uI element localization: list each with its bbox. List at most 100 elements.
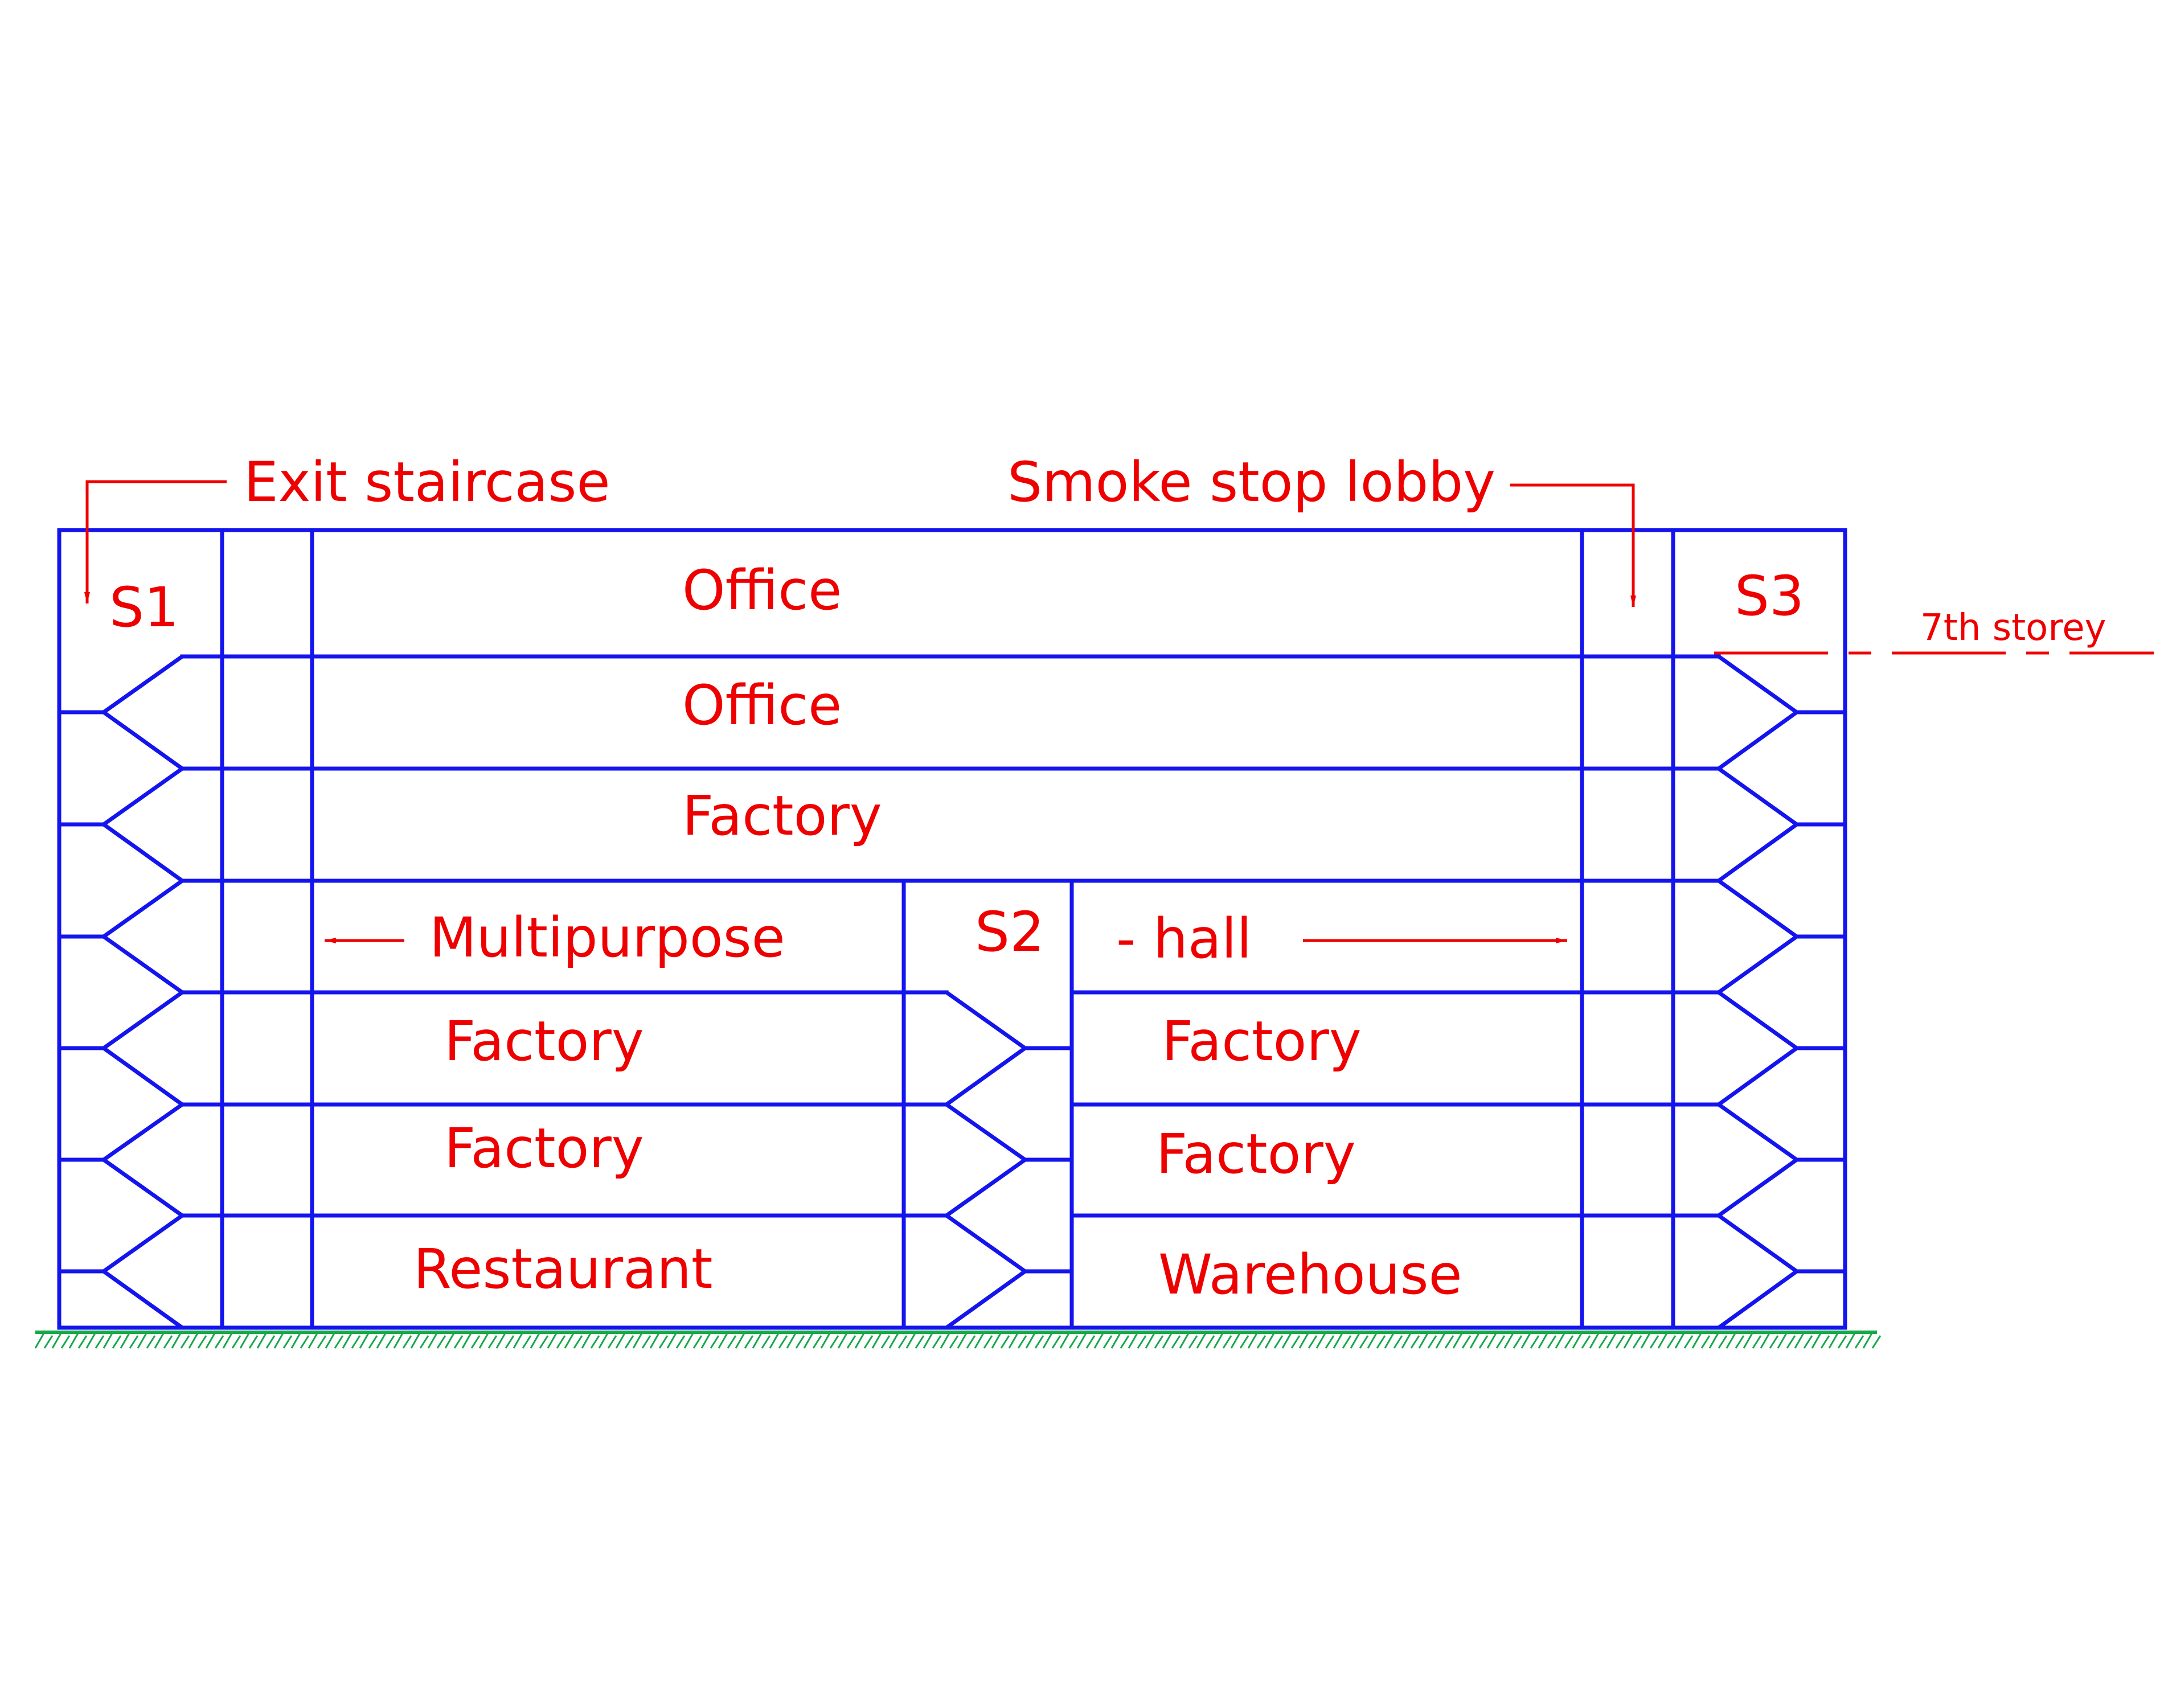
ground-hatch-mark: [1444, 1335, 1454, 1349]
ground-hatch-mark: [103, 1332, 114, 1349]
ground-hatch-mark: [1820, 1335, 1830, 1349]
ground-hatch-mark: [453, 1335, 464, 1349]
ground-hatch-mark: [863, 1335, 874, 1349]
ground-hatch-mark: [171, 1332, 182, 1349]
ground-hatch-mark: [1008, 1332, 1019, 1349]
ground-hatch-mark: [256, 1332, 268, 1349]
ground-hatch-mark: [1598, 1335, 1608, 1349]
ground-hatch-mark: [778, 1335, 788, 1349]
ground-hatch-mark: [197, 1335, 207, 1349]
ground-hatch-mark: [1025, 1332, 1036, 1349]
ground-hatch-mark: [1564, 1335, 1574, 1349]
ground-hatch-mark: [1691, 1332, 1703, 1349]
ground-hatch-mark: [590, 1335, 600, 1349]
ground-hatch-mark: [607, 1335, 617, 1349]
ground-hatch-mark: [940, 1332, 951, 1349]
ground-hatch-mark: [342, 1332, 353, 1349]
ground-hatch-mark: [957, 1332, 968, 1349]
ground-hatch-mark: [1478, 1335, 1489, 1349]
ground-hatch-mark: [1786, 1335, 1796, 1349]
ground-hatch-mark: [231, 1335, 241, 1349]
ground-hatch-mark: [846, 1335, 856, 1349]
ground-hatch-mark: [1401, 1332, 1412, 1349]
ground-hatch-mark: [915, 1335, 925, 1349]
ground-hatch-mark: [402, 1335, 412, 1349]
ground-hatch-mark: [351, 1335, 361, 1349]
ground-hatch-mark: [1137, 1335, 1147, 1349]
ground-hatch-mark: [786, 1332, 797, 1349]
ground-hatch-mark: [317, 1335, 327, 1349]
ground-hatch-mark: [1230, 1332, 1241, 1349]
ground-hatch-mark: [675, 1335, 686, 1349]
ground-hatch-mark: [1538, 1332, 1549, 1349]
ground-hatch-mark: [1350, 1332, 1361, 1349]
ground-hatch-mark: [359, 1332, 370, 1349]
ground-hatch-mark: [966, 1335, 976, 1349]
ground-hatch-mark: [803, 1332, 814, 1349]
floor-label-office: Office: [682, 674, 842, 737]
ground-hatch-mark: [1000, 1335, 1010, 1349]
ground-hatch-mark: [1315, 1332, 1327, 1349]
ground-hatch-mark: [1034, 1335, 1044, 1349]
ground-hatch-mark: [1085, 1335, 1096, 1349]
ground-hatch-mark: [641, 1335, 651, 1349]
ground-hatch-mark: [60, 1335, 71, 1349]
ground-hatch-mark: [120, 1332, 131, 1349]
exit-staircase-label: Exit staircase: [244, 450, 610, 514]
ground-hatch-mark: [1666, 1335, 1677, 1349]
ground-hatch-mark: [95, 1335, 105, 1349]
ground-hatch-mark: [1649, 1335, 1659, 1349]
ground-hatch-mark: [1854, 1335, 1864, 1349]
ground-hatch-mark: [1589, 1332, 1600, 1349]
ground-hatch-mark: [1530, 1335, 1540, 1349]
ground-hatch-mark: [880, 1335, 891, 1349]
ground-hatch-mark: [146, 1335, 156, 1349]
ground-hatch-mark: [505, 1335, 515, 1349]
ground-hatch: [34, 1331, 1882, 1349]
ground-hatch-mark: [34, 1332, 46, 1349]
ground-hatch-mark: [897, 1335, 908, 1349]
annotation-leaders: [84, 480, 2154, 943]
ground-hatch-mark: [1547, 1335, 1557, 1349]
ground-hatch-mark: [205, 1332, 216, 1349]
ground-hatch-mark: [991, 1332, 1002, 1349]
floor-label-factory: Factory: [1162, 1009, 1362, 1073]
ground-hatch-mark: [1469, 1332, 1481, 1349]
s3-label: S3: [1735, 564, 1804, 628]
ground-hatch-mark: [1581, 1335, 1591, 1349]
ground-hatch-mark: [983, 1335, 993, 1349]
floor-label-multipurpose: Multipurpose: [429, 906, 785, 970]
ground-hatch-mark: [1376, 1335, 1386, 1349]
ground-hatch-mark: [1359, 1335, 1369, 1349]
floor-label-hall: - hall: [1116, 907, 1252, 971]
ground-hatch-mark: [495, 1332, 507, 1349]
ground-hatch-mark: [1171, 1335, 1181, 1349]
ground-hatch-mark: [1871, 1335, 1882, 1349]
ground-hatch-mark: [752, 1332, 763, 1349]
seventh-storey-label: 7th storey: [1920, 607, 2106, 649]
ground-hatch-mark: [1154, 1335, 1164, 1349]
ground-hatch-mark: [820, 1332, 831, 1349]
ground-hatch-mark: [1410, 1335, 1420, 1349]
ground-hatch-mark: [1342, 1335, 1352, 1349]
ground-hatch-mark: [683, 1332, 695, 1349]
ground-hatch-mark: [795, 1335, 805, 1349]
ground-hatch-mark: [1205, 1335, 1215, 1349]
ground-hatch-mark: [1393, 1335, 1403, 1349]
ground-hatch-mark: [1555, 1332, 1566, 1349]
ground-hatch-mark: [1110, 1332, 1122, 1349]
floor-label-factory: Factory: [444, 1116, 644, 1180]
ground-hatch-mark: [829, 1335, 839, 1349]
ground-hatch-mark: [769, 1332, 780, 1349]
ground-hatch-mark: [393, 1332, 404, 1349]
ground-hatch-mark: [308, 1332, 319, 1349]
ground-hatch-mark: [180, 1335, 190, 1349]
s1-staircase-flights: [100, 655, 186, 1329]
ground-hatch-mark: [1828, 1332, 1839, 1349]
smoke-stop-lobby-leader: [1510, 483, 1636, 607]
ground-hatch-mark: [1452, 1332, 1464, 1349]
ground-hatch-mark: [154, 1332, 165, 1349]
ground-hatch-mark: [188, 1332, 199, 1349]
floor-label-warehouse: Warehouse: [1158, 1243, 1462, 1307]
floor-label-office: Office: [682, 559, 842, 622]
